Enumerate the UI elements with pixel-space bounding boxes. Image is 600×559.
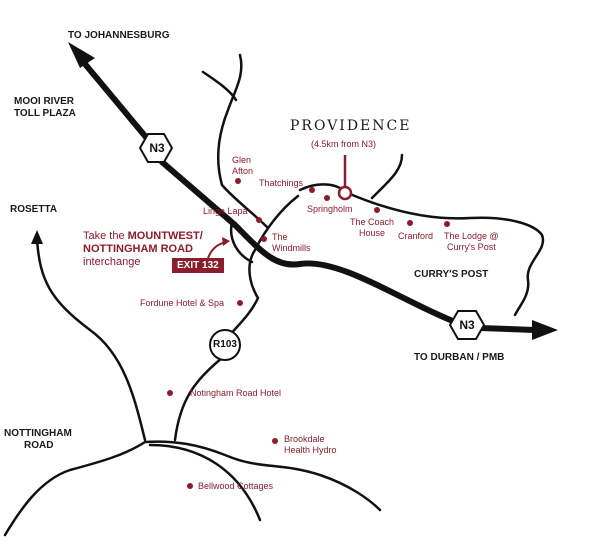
nottingham-line-2: ROAD: [24, 440, 54, 451]
road-glen-afton: [216, 53, 270, 230]
poi-line: The Coach: [350, 217, 395, 227]
callout-line-3: interchange: [83, 256, 141, 268]
exit-callout: Take the MOUNTWEST/ NOTTINGHAM ROAD inte…: [83, 230, 203, 269]
poi-line: House: [359, 228, 386, 238]
nottingham-line-1: NOTTINGHAM: [4, 428, 72, 439]
poi-line: Brookdale: [284, 434, 325, 444]
poi-markers: [167, 178, 450, 489]
to-durban-label: TO DURBAN / PMB: [414, 352, 505, 363]
road-south: [148, 443, 262, 522]
rosetta-label: ROSETTA: [10, 204, 58, 215]
nottingham-road-label: NOTTINGHAM ROAD: [4, 428, 72, 452]
south-arrow-icon: [532, 320, 558, 340]
n3-north-label: N3: [149, 141, 165, 155]
poi-line: Glen: [232, 155, 252, 165]
toll-plaza-label: MOOI RIVER TOLL PLAZA: [14, 96, 76, 120]
poi-thatchings[interactable]: Thatchings: [259, 178, 304, 188]
n3-south-shield: [448, 310, 486, 340]
r103-label: R103: [213, 339, 237, 350]
road-rosetta: [35, 238, 147, 442]
minor-roads: [3, 53, 545, 537]
road-currys-post: [348, 192, 545, 317]
callout-bold-1: MOUNTWEST/: [127, 230, 203, 242]
poi-cranford[interactable]: Cranford: [398, 231, 434, 241]
poi-line: Windmills: [272, 243, 311, 253]
n3-highway: [77, 55, 538, 333]
road-north-branch: [370, 153, 404, 200]
road-northwest: [201, 70, 238, 102]
exit-132-badge: EXIT 132: [172, 258, 224, 273]
poi-line: Health Hydro: [284, 445, 337, 455]
poi-linga-lapa[interactable]: Linga Lapa: [203, 206, 248, 216]
poi-bellwood-cottages[interactable]: Bellwood Cottages: [198, 481, 274, 491]
currys-post-label: CURRY'S POST: [414, 269, 489, 280]
road-interchange-loop: [229, 220, 254, 264]
road-r103: [173, 194, 300, 442]
r103-shield: [209, 329, 241, 361]
poi-line: The Lodge @: [444, 231, 499, 241]
poi-line: Curry's Post: [446, 242, 496, 252]
n3-south-label: N3: [459, 318, 475, 332]
poi-fordune-hotel[interactable]: Fordune Hotel & Spa: [140, 298, 225, 308]
road-nottingham: [3, 440, 382, 537]
north-arrow-icon: [68, 42, 95, 68]
poi-lodge-currys-post[interactable]: The Lodge @Curry's Post: [444, 231, 499, 253]
toll-line-2: TOLL PLAZA: [14, 108, 76, 119]
to-johannesburg-label: TO JOHANNESBURG: [68, 30, 170, 41]
callout-bold-2: NOTTINGHAM ROAD: [83, 243, 193, 255]
providence-distance: (4.5km from N3): [311, 139, 377, 149]
callout-prefix: Take the: [83, 230, 128, 242]
poi-line: The: [272, 232, 288, 242]
poi-springholm[interactable]: Springholm: [307, 204, 353, 214]
providence-title: PROVIDENCE: [290, 118, 412, 134]
providence-pin-icon: [337, 185, 353, 201]
toll-line-1: MOOI RIVER: [14, 96, 75, 107]
poi-notingham-road-hotel[interactable]: Notingham Road Hotel: [190, 388, 282, 398]
n3-north-shield: [138, 133, 174, 163]
poi-line: Afton: [232, 166, 254, 176]
rosetta-arrow-icon: [31, 230, 43, 244]
